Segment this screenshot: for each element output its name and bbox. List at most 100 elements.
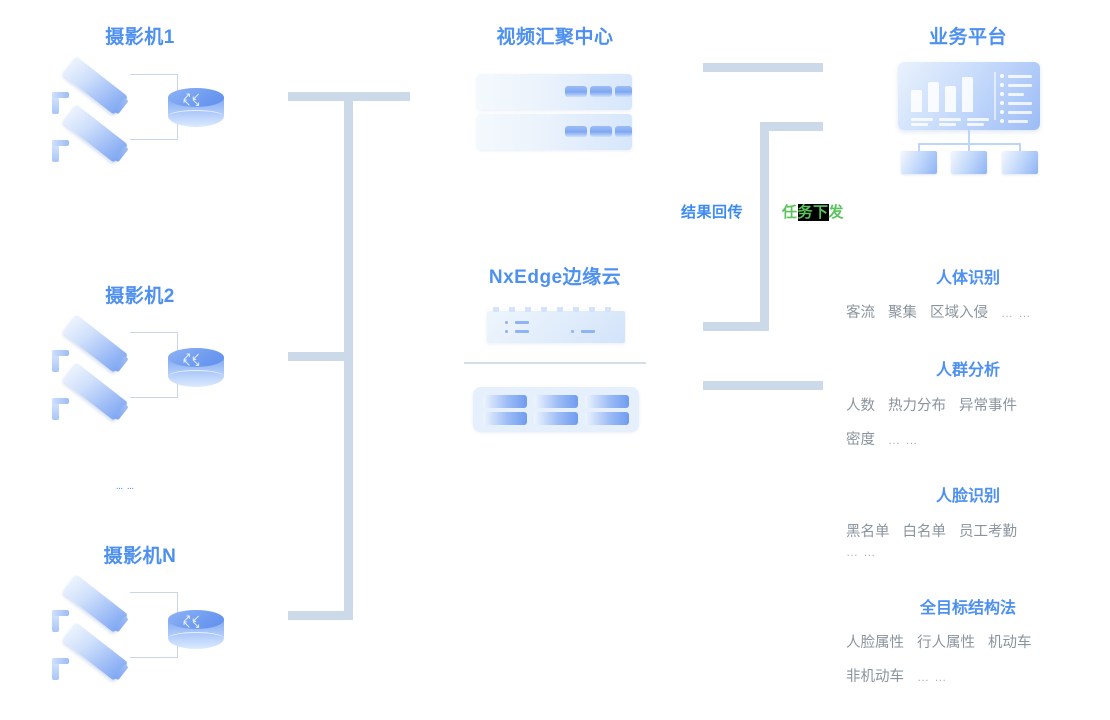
capability-item-ellipsis: … … (846, 545, 877, 559)
panel-indicator (505, 330, 508, 333)
server-slot (590, 86, 612, 97)
platform-dashboard (898, 62, 1040, 130)
platform-node-box (951, 151, 987, 174)
capability-item: 密度 (846, 432, 875, 448)
capability-item: 客流 (846, 305, 875, 321)
server-slot (565, 126, 587, 137)
dashboard-line (911, 118, 933, 121)
panel-indicator-dash (581, 330, 595, 333)
router-ring (168, 632, 224, 645)
capability-item-ellipsis: … … (917, 670, 948, 684)
panel-tooth (573, 307, 579, 312)
platform-node-box (901, 151, 937, 174)
dashboard-line (911, 123, 928, 126)
capability-row-3-0: 人脸属性行人属性机动车 (846, 631, 1032, 652)
capability-title-1: 人群分析 (935, 362, 1000, 379)
dashboard-list-line (1008, 120, 1028, 123)
dashboard-list-dot (1000, 110, 1004, 114)
router-arrow-icon-2: ↖↘ (182, 96, 201, 109)
capability-item-ellipsis: … … (1001, 306, 1032, 320)
dashboard-line (967, 123, 984, 126)
camera-mount-2a (52, 350, 69, 372)
panel-tooth (493, 307, 499, 312)
dashboard-list-dot (1000, 92, 1004, 96)
platform-connector-drop-3 (1019, 143, 1021, 152)
platform-node-box (1002, 151, 1038, 174)
task-dispatch-head: 任 (782, 204, 798, 221)
panel-tooth (525, 307, 531, 312)
router-icon-1: ↗↙ ↖↘ (168, 88, 224, 136)
dashboard-list-line (1008, 84, 1032, 87)
camera-mount-2b (52, 398, 69, 420)
bus-stub-analytics (703, 381, 823, 390)
capability-item: 人数 (846, 398, 875, 414)
router-icon-n: ↗↙ ↖↘ (168, 610, 224, 658)
capability-item: 员工考勤 (959, 524, 1017, 540)
grid-cell (585, 412, 629, 425)
platform-connector-vertical (968, 130, 970, 144)
panel-tooth (605, 307, 611, 312)
dashboard-line (967, 118, 989, 121)
router-icon-2: ↗↙ ↖↘ (168, 348, 224, 396)
camera-mount-1a (52, 92, 69, 114)
grid-cell (534, 412, 578, 425)
capability-item-ellipsis: … … (888, 433, 919, 447)
nxedge-top-panel (487, 307, 625, 343)
nxedge-title: NxEdge边缘云 (488, 267, 622, 288)
bus-stub-platform-top (703, 63, 823, 72)
capability-row-1-0: 人数热力分布异常事件 (846, 394, 1017, 415)
camera-mount-nb (52, 658, 69, 680)
flow-label-task-dispatch: 任务下发 (782, 201, 844, 222)
router-ring (168, 370, 224, 383)
grid-cell (585, 395, 629, 408)
capability-row-0-0: 客流聚集区域入侵… … (846, 301, 1031, 322)
camera-icon-2a (61, 314, 129, 373)
dashboard-bar (962, 77, 973, 112)
router-arrow-icon: ↗↙ (182, 612, 201, 625)
dashboard-line (939, 123, 956, 126)
capability-item: 热力分布 (888, 398, 946, 414)
router-top (168, 610, 224, 629)
flow-label-result-return: 结果回传 (681, 204, 744, 221)
dashboard-list-dot (1000, 74, 1004, 78)
dashboard-list-dot (1000, 83, 1004, 87)
capability-row-2-0: 黑名单白名单员工考勤 (846, 520, 1017, 541)
capability-item: 行人属性 (917, 635, 975, 651)
capability-item: 人脸属性 (846, 635, 904, 651)
camera-icon-1a (61, 56, 129, 115)
dashboard-list-line (1008, 102, 1032, 105)
capability-item: 机动车 (988, 635, 1032, 651)
grid-cell (483, 412, 527, 425)
grid-cell (534, 395, 578, 408)
bus-stub-lower (703, 322, 769, 331)
dashboard-list-dot (1000, 101, 1004, 105)
grid-cell (483, 395, 527, 408)
capability-item: 白名单 (902, 524, 947, 540)
server-slot (565, 86, 587, 97)
camera-mount-na (52, 610, 69, 632)
camera2-title: 摄影机2 (105, 286, 175, 307)
dashboard-separator (994, 72, 996, 120)
panel-indicator-dash (515, 330, 529, 333)
bus-stub-upper (760, 122, 823, 131)
dashboard-bar (928, 82, 939, 112)
panel-indicator (571, 330, 574, 333)
router-arrow-icon-2: ↖↘ (182, 356, 201, 369)
router-arrow-icon-2: ↖↘ (182, 618, 201, 631)
dashboard-bar (945, 86, 956, 112)
video-center-server-2 (477, 114, 632, 150)
capability-row-1-1: 密度 … … (846, 428, 918, 449)
dashboard-list-line (1008, 111, 1032, 114)
dashboard-bar (911, 90, 922, 112)
capability-item: 聚集 (888, 305, 917, 321)
nxedge-divider (464, 362, 646, 364)
capability-title-0: 人体识别 (935, 270, 1000, 287)
bus-stub-camera2 (288, 352, 353, 361)
router-ring (168, 110, 224, 123)
router-top (168, 88, 224, 107)
server-slot (590, 126, 612, 137)
dashboard-list-line (1008, 93, 1024, 96)
platform-connector-drop-1 (918, 143, 920, 152)
task-dispatch-highlight: 务下 (797, 204, 829, 221)
camera-icon-na (61, 574, 129, 633)
